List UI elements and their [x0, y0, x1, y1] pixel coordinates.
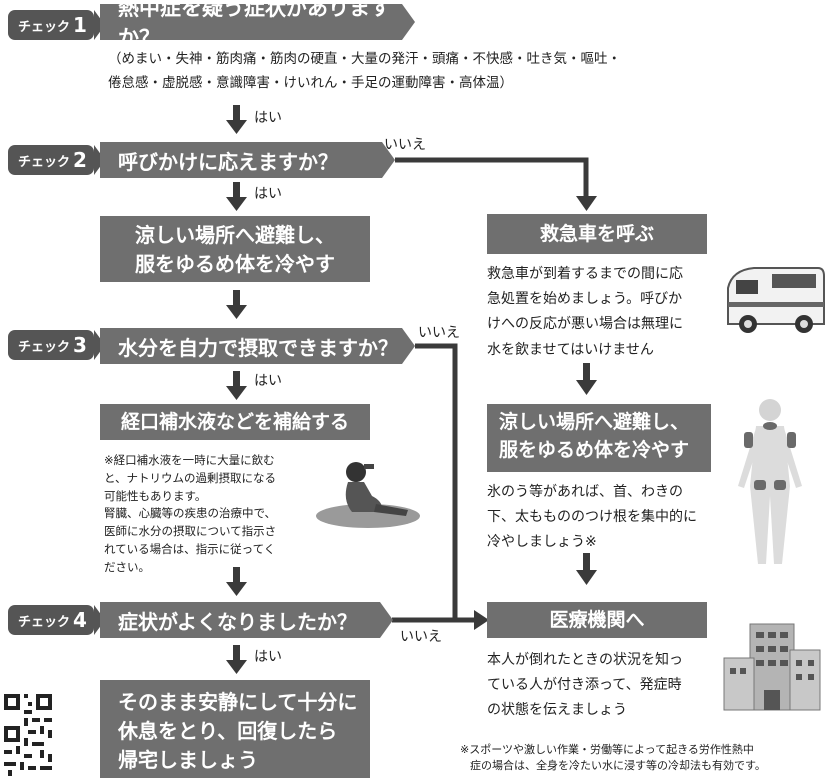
text-line: の状態を伝えましょう	[487, 702, 627, 719]
action-line: 休息をとり、回復したら	[118, 719, 338, 743]
check-label: チェック	[18, 339, 71, 355]
question-check-1: 熱中症を疑う症状がありますか？	[100, 0, 415, 50]
text-line: 下、太ももののつけ根を集中的に	[487, 509, 697, 526]
text-line: 急処置を始めましょう。呼びか	[487, 291, 683, 308]
no-label-check-4: いいえ	[400, 629, 442, 645]
question-check-2: 呼びかけに応えますか？	[100, 142, 395, 178]
note-line: ※経口補水液を一時に大量に飲む	[104, 453, 275, 467]
arrow-down-5	[226, 567, 247, 596]
check-number: 3	[73, 333, 87, 357]
text-line: 氷のう等があれば、首、わきの	[487, 484, 683, 500]
question-text: 熱中症を疑う症状がありますか？	[118, 0, 391, 50]
cooling-instructions: 氷のう等があれば、首、わきの 下、太ももののつけ根を集中的に 冷やしましょう※	[487, 480, 722, 556]
action-line: 服をゆるめ体を冷やす	[135, 252, 335, 276]
question-text: 症状がよくなりましたか？	[118, 609, 357, 634]
check-label: チェック	[18, 154, 71, 170]
symptoms-line: （めまい・失神・筋肉痛・筋肉の硬直・大量の発汗・頭痛・不快感・吐き気・嘔吐・	[108, 51, 621, 67]
text-line: 本人が倒れたときの状況を知っ	[487, 652, 683, 668]
arrow-down-6	[226, 645, 247, 674]
text-line: 救急車が到着するまでの間に応	[487, 266, 683, 282]
check-number: 2	[73, 148, 87, 172]
check-number: 1	[73, 13, 87, 37]
yes-label-1: はい	[254, 110, 282, 126]
action-line: 医療機関へ	[549, 609, 645, 631]
yes-label-3: はい	[254, 373, 282, 389]
check-label: チェック	[18, 614, 71, 630]
question-text: 呼びかけに応えますか？	[118, 149, 338, 174]
action-oral-rehydration: 経口補水液などを補給する	[100, 404, 370, 440]
text-line: けへの反応が悪い場合は無理に	[487, 316, 683, 333]
arrow-to-ambulance	[576, 196, 597, 211]
arrow-down-right-2	[576, 553, 597, 585]
person-drinking-icon	[316, 462, 420, 528]
action-line: 服をゆるめ体を冷やす	[499, 438, 690, 461]
hospital-building-icon	[723, 623, 821, 711]
arrow-down-4	[226, 371, 247, 400]
action-call-ambulance: 救急車を呼ぶ	[487, 214, 707, 254]
action-line: 救急車を呼ぶ	[539, 223, 654, 245]
ambulance-icon	[727, 267, 825, 333]
human-body-cooling-icon	[738, 399, 802, 564]
ors-caution-note: ※経口補水液を一時に大量に飲む と、ナトリウムの過剰摂取になる 可能性もあります…	[104, 452, 329, 577]
note-line: れている場合は、指示に従ってく	[104, 542, 276, 557]
action-cool-down-left: 涼しい場所へ避難し、 服をゆるめ体を冷やす	[100, 216, 370, 282]
action-rest-and-go-home: そのまま安静にして十分に 休息をとり、回復したら 帰宅しましょう	[100, 680, 370, 778]
yes-label-4: はい	[254, 649, 282, 665]
action-line: 帰宅しましょう	[118, 748, 258, 772]
note-line: 可能性もあります。	[104, 488, 207, 503]
text-line: 冷やしましょう※	[487, 534, 597, 551]
action-cool-down-right: 涼しい場所へ避難し、 服をゆるめ体を冷やす	[487, 404, 711, 472]
no-label-check-3: いいえ	[418, 325, 460, 341]
arrow-down-right-1	[576, 363, 597, 395]
question-text: 水分を自力で摂取できますか？	[118, 335, 398, 360]
arrow-down-1	[226, 105, 247, 134]
arrow-down-2	[226, 182, 247, 211]
footnote-line: ※スポーツや激しい作業・労働等によって起きる労作性熱中	[460, 743, 754, 756]
check-label: チェック	[18, 19, 71, 35]
note-line: 腎臓、心臓等の疾患の治療中で、	[104, 506, 277, 521]
footnote: ※スポーツや激しい作業・労働等によって起きる労作性熱中 症の場合は、全身を冷たい…	[460, 742, 766, 774]
note-line: ださい。	[104, 559, 150, 574]
footnote-line: 症の場合は、全身を冷たい水に浸す等の冷却法も有効です。	[470, 758, 766, 772]
question-check-3: 水分を自力で摂取できますか？	[100, 328, 415, 364]
action-line: そのまま安静にして十分に	[118, 690, 358, 714]
arrow-to-hospital	[474, 610, 489, 630]
note-line: 医師に水分の摂取について指示さ	[104, 524, 277, 539]
action-go-to-hospital: 医療機関へ	[487, 602, 707, 638]
text-line: 水を飲ませてはいけません	[487, 341, 654, 358]
qr-code-icon	[0, 690, 56, 778]
symptoms-line: 倦怠感・虚脱感・意識障害・けいれん・手足の運動障害・高体温）	[108, 74, 513, 91]
symptoms-list: （めまい・失神・筋肉痛・筋肉の硬直・大量の発汗・頭痛・不快感・吐き気・嘔吐・ 倦…	[108, 48, 621, 95]
yes-label-2: はい	[254, 186, 282, 202]
action-line: 涼しい場所へ避難し、	[135, 223, 335, 247]
action-line: 経口補水液などを補給する	[120, 411, 349, 433]
no-label-check-2: いいえ	[384, 137, 426, 153]
text-line: ている人が付き添って、発症時	[487, 677, 682, 694]
check-number: 4	[73, 608, 87, 632]
ambulance-instructions: 救急車が到着するまでの間に応 急処置を始めましょう。呼びか けへの反応が悪い場合…	[487, 262, 717, 363]
hospital-instructions: 本人が倒れたときの状況を知っ ている人が付き添って、発症時 の状態を伝えましょう	[487, 648, 717, 724]
arrow-down-3	[226, 290, 247, 319]
note-line: と、ナトリウムの過剰摂取になる	[104, 470, 277, 485]
action-line: 涼しい場所へ避難し、	[499, 411, 690, 433]
question-check-4: 症状がよくなりましたか？	[100, 602, 393, 638]
